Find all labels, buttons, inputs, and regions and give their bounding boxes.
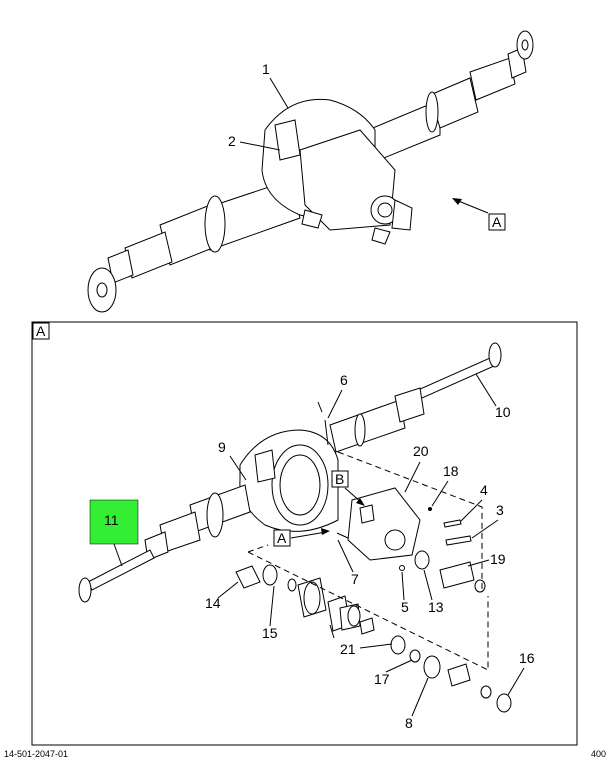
svg-text:11: 11: [104, 512, 119, 528]
callout-5: 5: [401, 571, 409, 615]
callout-9: 9: [218, 439, 247, 481]
detail-frame-tag: A: [32, 322, 50, 340]
detail-carrier: [317, 401, 486, 593]
footer-right-code: 400: [590, 749, 606, 759]
callout-8: 8: [405, 677, 429, 731]
svg-text:7: 7: [351, 571, 359, 587]
svg-text:6: 6: [340, 372, 348, 388]
svg-text:13: 13: [428, 599, 444, 615]
svg-text:B: B: [335, 471, 344, 487]
detail-differential-parts: [235, 564, 512, 713]
callout-14: 14: [205, 581, 239, 611]
svg-text:17: 17: [374, 671, 390, 687]
svg-text:20: 20: [413, 443, 429, 459]
svg-text:5: 5: [401, 599, 409, 615]
svg-text:16: 16: [519, 650, 535, 666]
view-a-pointer: A: [273, 528, 330, 547]
callout-19: 19: [467, 551, 506, 567]
svg-text:10: 10: [495, 404, 511, 420]
part-19-pinion: [439, 561, 475, 589]
svg-text:21: 21: [340, 641, 356, 657]
callout-16: 16: [507, 650, 535, 696]
callout-2: 2: [228, 133, 281, 151]
callout-6: 6: [327, 372, 348, 419]
callout-20: 20: [404, 443, 429, 493]
part-21-washer: [390, 635, 406, 655]
svg-text:14: 14: [205, 595, 221, 611]
overview-housing-pad: [274, 119, 301, 161]
callout-3: 3: [471, 502, 504, 539]
svg-text:A: A: [277, 530, 287, 546]
overview-carrier: [299, 129, 396, 231]
part-17-washer: [409, 649, 421, 663]
svg-text:2: 2: [228, 133, 236, 149]
svg-text:8: 8: [405, 715, 413, 731]
callout-15: 15: [262, 585, 278, 641]
svg-text:A: A: [492, 214, 502, 230]
svg-text:15: 15: [262, 625, 278, 641]
svg-text:4: 4: [480, 482, 488, 498]
part-3-bolt: [445, 535, 472, 546]
svg-text:A: A: [36, 323, 46, 339]
part-15-washer: [262, 564, 278, 586]
callout-18: 18: [431, 463, 459, 507]
svg-text:19: 19: [490, 551, 506, 567]
overview-view-a-pointer: A: [452, 198, 506, 231]
callout-21: 21: [340, 641, 393, 657]
svg-text:18: 18: [443, 463, 459, 479]
dashed-assembly-lines: [247, 451, 489, 671]
callout-10: 10: [475, 373, 511, 420]
svg-text:3: 3: [496, 502, 504, 518]
footer-left-code: 14-501-2047-01: [4, 749, 69, 759]
part-5-nut: [399, 565, 405, 571]
svg-text:9: 9: [218, 439, 226, 455]
part-18-pin: [428, 507, 432, 511]
callout-7: 7: [337, 539, 359, 587]
callout-4: 4: [460, 482, 488, 522]
detail-view-frame: [31, 321, 578, 746]
part-13-seal: [414, 550, 430, 570]
callout-11-highlighted[interactable]: 11: [89, 499, 139, 567]
callout-1: 1: [262, 61, 289, 109]
overview-axle-assembly: [87, 30, 534, 313]
callout-13: 13: [423, 569, 444, 615]
part-14-gear: [235, 565, 261, 589]
part-16-nut: [496, 693, 512, 713]
part-8-bearing: [423, 655, 441, 679]
svg-text:1: 1: [262, 61, 270, 77]
callout-17: 17: [374, 659, 413, 687]
part-4-bolt: [443, 519, 462, 528]
view-b-pointer: B: [331, 470, 365, 506]
detail-axle-housing: [78, 342, 502, 603]
